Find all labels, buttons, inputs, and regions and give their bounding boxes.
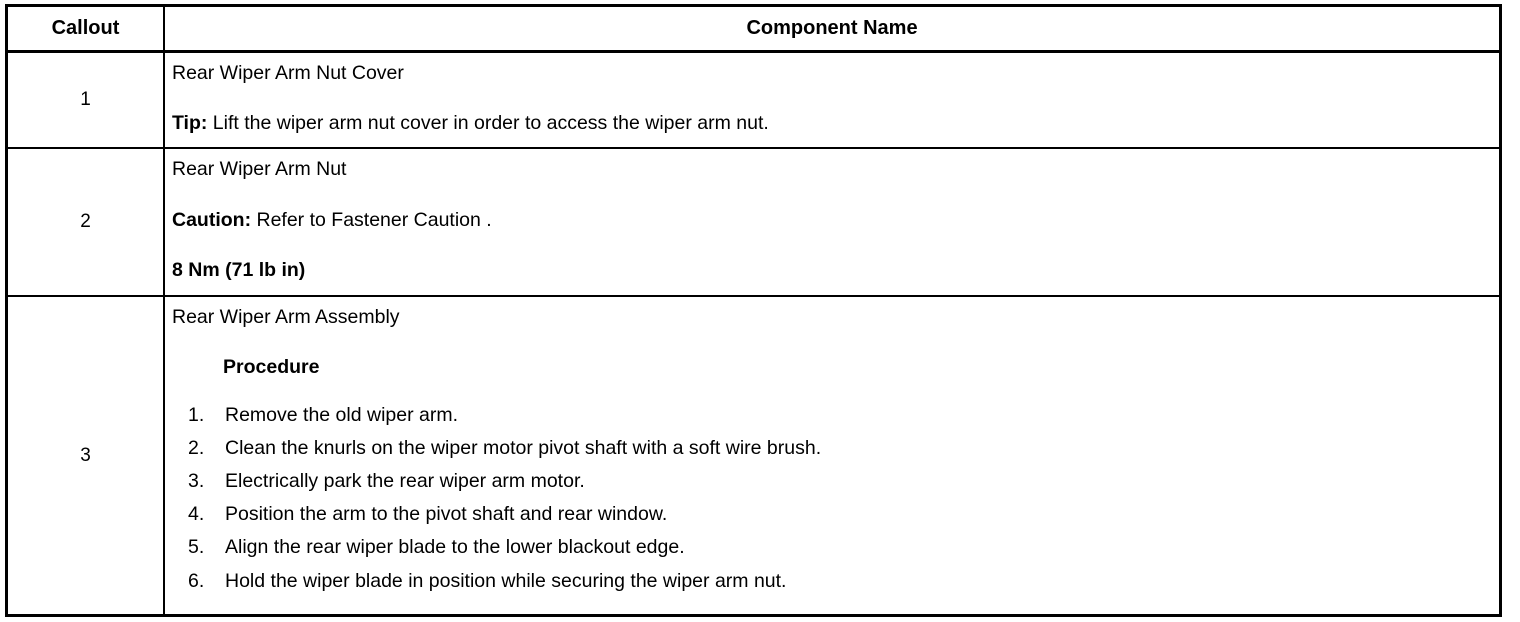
step-number: 2. (188, 436, 205, 459)
component-title: Rear Wiper Arm Nut (172, 158, 347, 181)
step-number: 4. (188, 503, 205, 526)
table: Callout Component Name 1 Rear Wiper Arm … (8, 7, 1499, 614)
step-text: Clean the knurls on the wiper motor pivo… (225, 436, 822, 459)
step-text: Hold the wiper blade in position while s… (225, 569, 787, 592)
table-row: 1 Rear Wiper Arm Nut Cover Tip: Lift the… (8, 51, 1499, 150)
caution-note: Caution: Refer to Fastener Caution . (172, 208, 1493, 233)
column-header-component-name: Component Name (164, 7, 1499, 53)
spacer (172, 330, 1493, 355)
step-number: 1. (188, 403, 205, 426)
tip-note: Tip: Lift the wiper arm nut cover in ord… (172, 111, 1493, 136)
step-text: Position the arm to the pivot shaft and … (225, 503, 668, 526)
column-header-callout: Callout (8, 7, 165, 53)
callout-number: 3 (8, 296, 165, 614)
component-title: Rear Wiper Arm Assembly (172, 306, 400, 329)
header-row: Callout Component Name (8, 7, 1499, 53)
procedure-heading: Procedure (223, 356, 320, 379)
step-number: 5. (188, 536, 205, 559)
spacer (172, 86, 1493, 111)
spacer (172, 381, 1493, 399)
table-row: 3 Rear Wiper Arm Assembly Procedure 1.Re… (8, 296, 1499, 614)
table-row: 2 Rear Wiper Arm Nut Caution: Refer to F… (8, 148, 1499, 298)
procedure-step: 5. Align the rear wiper blade to the lowe… (172, 531, 1493, 564)
table-header: Callout Component Name (8, 7, 1499, 53)
procedure-step: 6. Hold the wiper blade in position while… (172, 565, 1493, 598)
caution-label: Caution: (172, 208, 252, 231)
component-title: Rear Wiper Arm Nut Cover (172, 62, 404, 84)
procedure-step: 1. Remove the old wiper arm. (172, 399, 1493, 432)
step-number: 6. (188, 569, 205, 592)
tip-label: Tip: (172, 112, 208, 135)
tip-text: Lift the wiper arm nut cover in order to… (207, 112, 769, 135)
callout-number: 1 (8, 51, 165, 150)
step-text: Remove the old wiper arm. (225, 403, 459, 426)
procedure-step: 4. Position the arm to the pivot shaft an… (172, 498, 1493, 531)
component-description: Rear Wiper Arm Nut Cover Tip: Lift the w… (164, 51, 1499, 150)
procedure-steps-list: 1. Remove the old wiper arm. 2. Clean the k… (172, 399, 1493, 598)
caution-text: Refer to Fastener Caution . (251, 208, 492, 231)
table-body: 1 Rear Wiper Arm Nut Cover Tip: Lift the… (8, 51, 1499, 614)
procedure-step: 3. Electrically park the rear wiper arm m… (172, 465, 1493, 498)
torque-spec: 8 Nm (71 lb in) (172, 258, 306, 281)
step-number: 3. (188, 470, 205, 493)
step-text: Align the rear wiper blade to the lower … (225, 536, 685, 559)
step-text: Electrically park the rear wiper arm mot… (225, 470, 585, 493)
component-description: Rear Wiper Arm Nut Caution: Refer to Fas… (164, 148, 1499, 298)
callout-component-table: Callout Component Name 1 Rear Wiper Arm … (5, 4, 1502, 617)
component-description: Rear Wiper Arm Assembly Procedure 1. Remo… (164, 296, 1499, 614)
procedure-step: 2. Clean the knurls on the wiper motor pi… (172, 432, 1493, 465)
spacer (172, 183, 1493, 208)
callout-number: 2 (8, 148, 165, 298)
spacer (172, 233, 1493, 258)
